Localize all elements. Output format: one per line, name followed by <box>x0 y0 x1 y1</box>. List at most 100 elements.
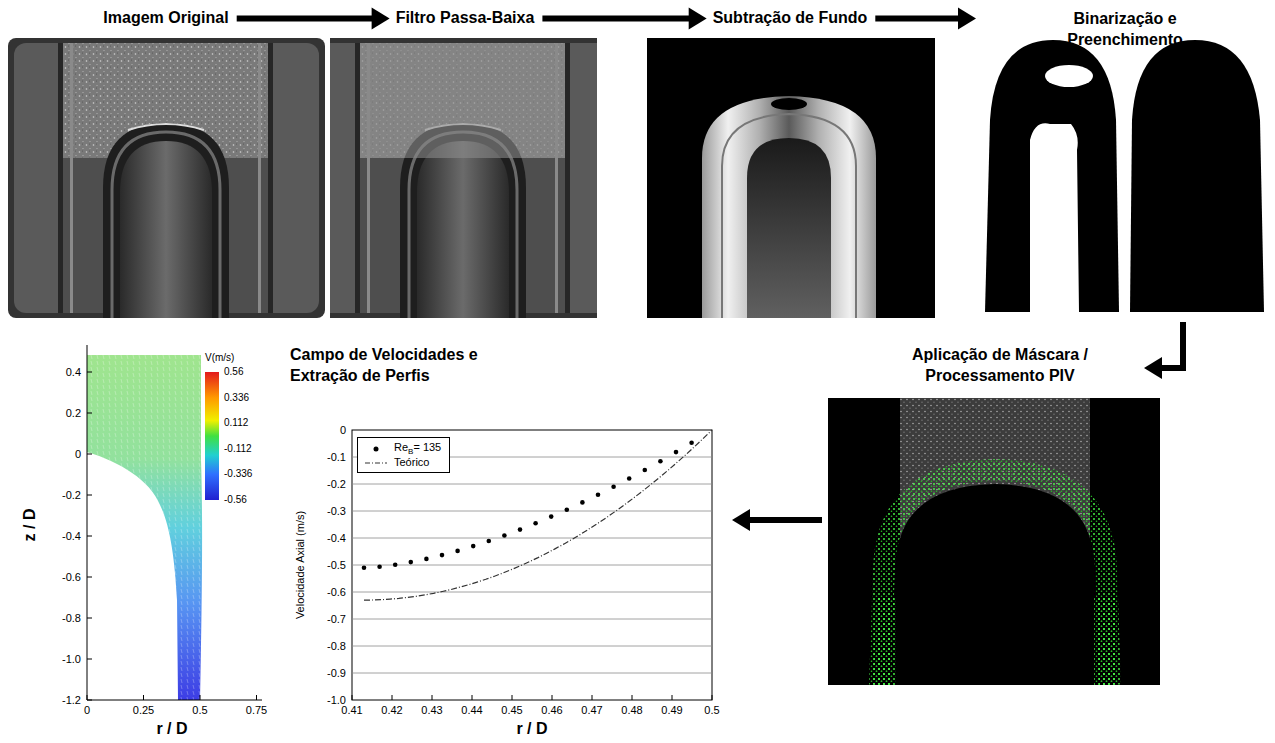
label-slot: z / D <box>21 509 39 542</box>
legend-row: ReB= 135 <box>364 441 441 456</box>
grid-lines <box>472 695 473 700</box>
grid-lines <box>352 538 712 539</box>
label-slot: 0.45 <box>501 704 522 717</box>
label-slot: -0.56 <box>224 494 247 506</box>
legend-text: ReB= 135 <box>394 441 441 456</box>
label-slot: r / D <box>156 720 187 738</box>
label-slot: -0.9 <box>327 667 346 680</box>
profile-data <box>362 565 367 570</box>
flow-arrow <box>1144 357 1162 379</box>
velocity-field <box>87 345 262 700</box>
profile-data <box>518 527 523 532</box>
piv-image <box>880 470 1110 685</box>
label-slot: 0.42 <box>381 704 402 717</box>
flow-arrow <box>875 7 976 29</box>
tick-label: -0.8 <box>62 612 81 625</box>
axis-ticks <box>87 372 257 700</box>
axis-ticks <box>87 454 92 455</box>
profile-data <box>377 564 382 569</box>
legend-sample <box>364 443 388 455</box>
label-slot: 0.41 <box>341 704 362 717</box>
tick-label: -0.4 <box>62 530 81 543</box>
label-slot: -0.8 <box>327 640 346 653</box>
profile-data <box>658 459 663 464</box>
axis-ticks <box>87 695 88 700</box>
label-slot: -0.336 <box>224 469 252 481</box>
axis-ticks <box>143 695 144 700</box>
step-heading: Subtração de Fundo <box>713 8 868 29</box>
label-slot: -0.2 <box>327 478 346 491</box>
tick-label: 0.47 <box>581 704 602 717</box>
tick-label: -0.2 <box>327 478 346 491</box>
step-heading: Campo de Velocidades e Extração de Perfi… <box>290 345 540 387</box>
axis-ticks <box>87 413 92 414</box>
profile-data <box>502 533 507 538</box>
legend-text: B <box>408 447 413 456</box>
flow-arrow <box>689 7 707 29</box>
profile-data <box>611 485 616 490</box>
original-image <box>8 38 325 318</box>
legend-sample <box>364 457 388 469</box>
binary-masks <box>985 40 1119 312</box>
axis-ticks <box>87 618 92 619</box>
tick-label: -0.6 <box>327 586 346 599</box>
velocity-field <box>205 372 219 500</box>
flow-arrow <box>237 7 390 29</box>
grid-lines <box>552 695 553 700</box>
tick-label: 0.42 <box>381 704 402 717</box>
legend-row: Teórico <box>364 456 441 469</box>
tick-label: 0.5 <box>192 704 207 717</box>
step-panel: Campo de Velocidades e Extração de Perfi… <box>0 340 728 743</box>
velocity-field <box>87 355 202 700</box>
profile-data <box>643 468 648 473</box>
flow-arrow <box>875 15 962 21</box>
flow-arrow <box>542 15 692 21</box>
tick-label: 0 <box>340 424 346 437</box>
axis-title: r / D <box>156 720 187 738</box>
label-slot: 0.5 <box>192 704 207 717</box>
tick-label: -1.2 <box>62 694 81 707</box>
label-slot: -1.0 <box>62 653 81 666</box>
velocity-field <box>87 355 202 700</box>
label-slot: -0.3 <box>327 505 346 518</box>
profile-chart <box>352 430 712 700</box>
profile-data <box>424 557 429 562</box>
label-slot: -0.5 <box>327 559 346 572</box>
original-image <box>8 38 325 318</box>
tick-label: 0.25 <box>133 704 154 717</box>
colorbar-value: -0.56 <box>224 494 247 506</box>
colorbar-value: -0.336 <box>224 469 252 481</box>
axis-title: Velocidade Axial (m/s) <box>294 511 307 619</box>
label-slot: 0.4 <box>66 366 81 379</box>
filtered-image <box>360 43 565 158</box>
profile-data <box>440 553 445 558</box>
grid-lines <box>352 673 712 674</box>
grid-lines <box>352 565 712 566</box>
grid-lines <box>352 511 712 512</box>
step-heading: Binarização e Preenchimento <box>1050 9 1200 51</box>
profile-data <box>596 492 601 497</box>
binary-masks <box>985 40 1265 312</box>
binary-masks <box>1130 40 1264 312</box>
grid-lines <box>352 484 712 485</box>
label-slot: 0 <box>75 448 81 461</box>
profile-data <box>487 539 492 544</box>
tick-label: 0 <box>75 448 81 461</box>
profile-chart <box>352 430 712 700</box>
axis-title: z / D <box>21 509 39 542</box>
filtered-image <box>330 38 597 318</box>
background-subtracted-image <box>647 38 935 318</box>
axis-ticks <box>200 695 201 700</box>
binary-masks <box>1045 65 1093 87</box>
profile-data <box>549 514 554 519</box>
tick-label: 0.44 <box>461 704 482 717</box>
tick-label: -0.4 <box>327 532 346 545</box>
axis-ticks <box>87 372 92 373</box>
label-slot: 0.46 <box>541 704 562 717</box>
tick-label: -0.8 <box>327 640 346 653</box>
background-subtracted-image <box>722 114 856 318</box>
profile-data <box>627 476 632 481</box>
step-panel: Binarização e Preenchimento <box>980 5 1270 318</box>
legend-sample <box>374 446 379 451</box>
